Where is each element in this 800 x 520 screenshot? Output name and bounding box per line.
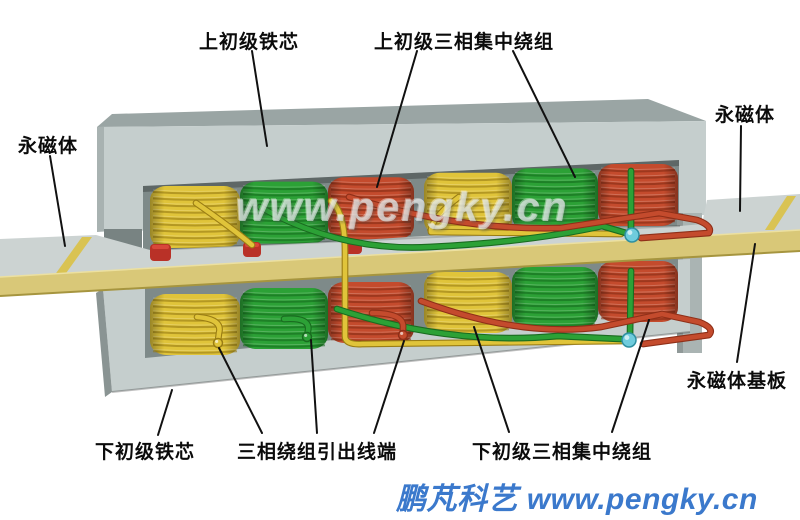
- upper-coil-1: [150, 186, 240, 248]
- label-leads: 三相绕组引出线端: [236, 442, 398, 463]
- terminals: [212, 227, 640, 349]
- label-pm-right: 永磁体: [714, 105, 776, 126]
- label-lower-winding: 下初级三相集中绕组: [471, 442, 653, 463]
- label-pm-base: 永磁体基板: [686, 371, 788, 392]
- label-pm-left: 永磁体: [17, 136, 79, 157]
- leader-lines: [49, 50, 756, 436]
- label-lower-core: 下初级铁芯: [94, 442, 196, 463]
- branding-text: 鹏芃科艺 www.pengky.cn: [396, 483, 758, 516]
- lower-coil-1: [150, 294, 240, 355]
- lower-coil-5: [512, 267, 598, 328]
- lead-terminal-yellow: [212, 337, 224, 349]
- lead-terminal-green: [301, 331, 313, 343]
- label-upper-core: 上初级铁芯: [198, 32, 300, 53]
- watermark-text: www.pengky.cn: [236, 184, 569, 230]
- label-upper-winding: 上初级三相集中绕组: [373, 32, 555, 53]
- phase-wires: [192, 167, 714, 348]
- star-point-ball-lower: [621, 332, 637, 348]
- lower-coil-6: [598, 261, 678, 322]
- lead-terminal-red: [397, 329, 409, 341]
- star-point-ball-upper: [624, 227, 640, 243]
